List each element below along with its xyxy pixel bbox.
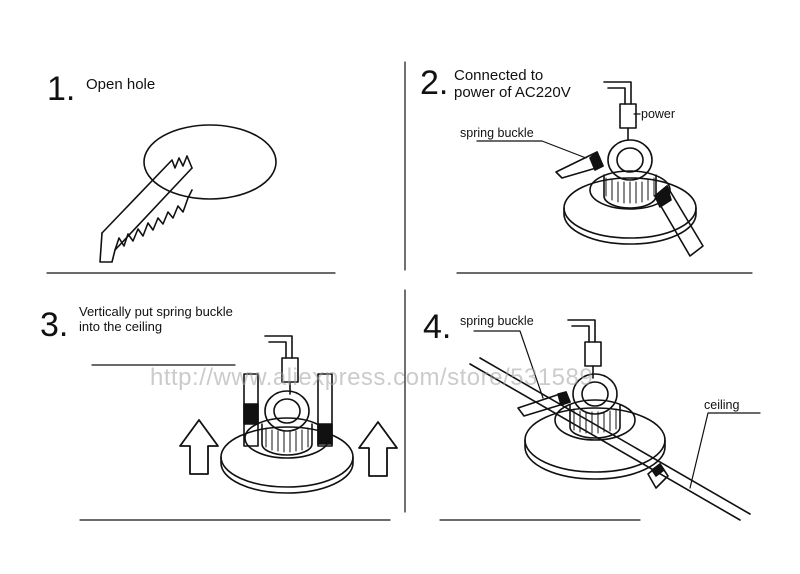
panel-4-drawing xyxy=(469,319,761,521)
leader-spring-buckle xyxy=(476,140,587,159)
spring-buckle-left xyxy=(517,391,571,417)
spring-buckle-left xyxy=(243,373,259,447)
downlight-body xyxy=(563,139,697,245)
power-label: power xyxy=(641,107,676,121)
step-3-caption-line-2: into the ceiling xyxy=(79,319,163,334)
wire-connector xyxy=(264,335,299,395)
store-watermark: http://www.aliexpress.com/store/531589 xyxy=(150,364,594,391)
step-2-caption-line-2: power of AC220V xyxy=(454,84,571,101)
spring-buckle-label-step-2: spring buckle xyxy=(460,126,534,140)
panel-3-drawing xyxy=(91,335,398,494)
ceiling-panel xyxy=(469,357,751,521)
spring-buckle-label-step-4: spring buckle xyxy=(460,314,534,328)
leader-spring-buckle xyxy=(473,330,544,399)
panel-2-drawing xyxy=(476,81,704,257)
downlight-body xyxy=(524,373,666,480)
spring-buckle-right xyxy=(317,373,333,447)
step-2-number: 2. xyxy=(420,64,449,102)
spring-buckle-right xyxy=(647,463,669,489)
step-3-number: 3. xyxy=(40,306,69,344)
spring-buckle-left xyxy=(555,151,604,179)
step-4-number: 4. xyxy=(423,308,452,346)
step-3-caption-line-1: Vertically put spring buckle xyxy=(79,304,233,319)
downlight-body xyxy=(220,390,354,494)
step-2-caption-line-1: Connected to xyxy=(454,67,544,84)
panel-1-drawing xyxy=(99,124,277,263)
wire-connector xyxy=(603,81,637,141)
leader-ceiling xyxy=(689,412,761,489)
saw-icon xyxy=(99,155,193,263)
step-1-caption: Open hole xyxy=(86,76,156,93)
ceiling-label: ceiling xyxy=(704,398,740,412)
up-arrow-left-icon xyxy=(179,419,219,475)
spring-buckle-right xyxy=(654,185,704,257)
wire-connector xyxy=(567,319,602,379)
hole-outline xyxy=(143,124,277,200)
step-1-number: 1. xyxy=(47,70,76,108)
up-arrow-right-icon xyxy=(358,421,398,477)
